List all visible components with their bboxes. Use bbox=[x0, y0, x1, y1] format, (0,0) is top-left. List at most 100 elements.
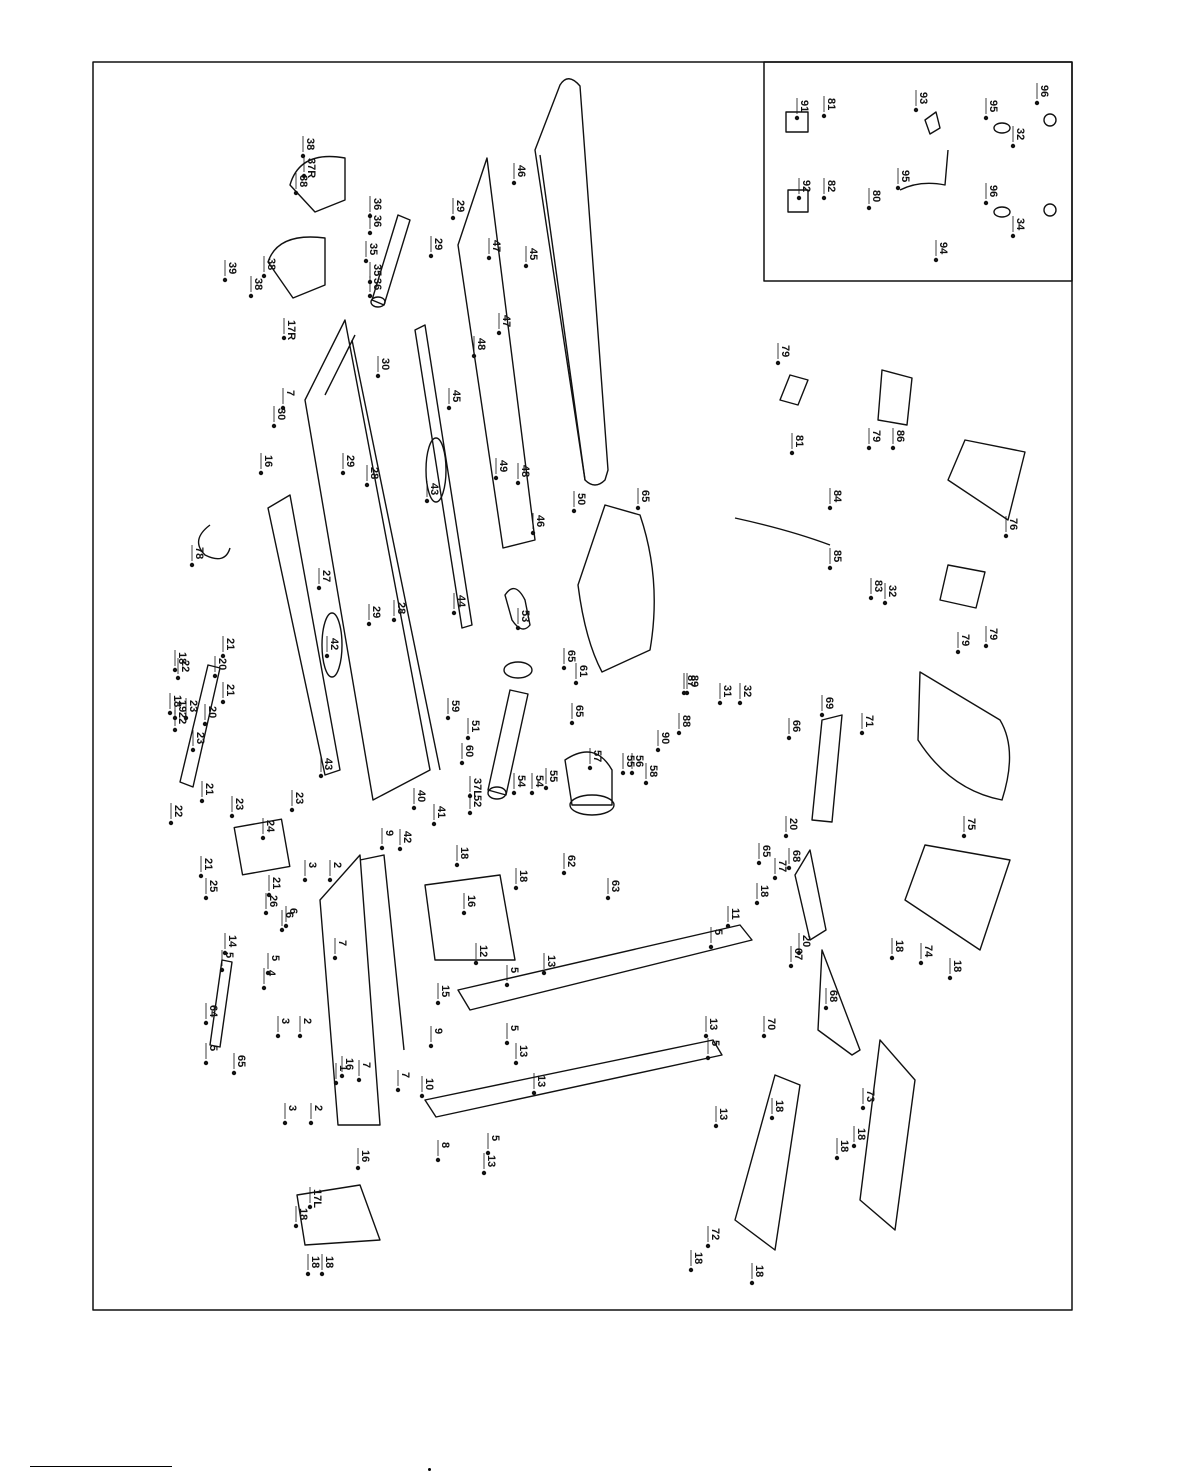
part-label-79: 79 bbox=[987, 628, 999, 640]
part-label-25: 25 bbox=[207, 880, 219, 892]
fastener-dot bbox=[1010, 233, 1016, 239]
part-label-16: 16 bbox=[343, 1058, 355, 1070]
part-label-2: 2 bbox=[301, 1018, 313, 1024]
part-92-shape bbox=[924, 111, 941, 135]
part-label-9: 9 bbox=[432, 1028, 444, 1034]
fastener-dot bbox=[280, 405, 286, 411]
side-rail-left bbox=[267, 494, 341, 776]
part-label-82: 82 bbox=[825, 180, 837, 192]
part-label-41: 41 bbox=[435, 806, 447, 818]
part-95b-shape bbox=[993, 206, 1011, 218]
fastener-dot bbox=[821, 113, 827, 119]
fastener-dot bbox=[504, 982, 510, 988]
part-label-38: 38 bbox=[297, 175, 309, 187]
handrail-68-top bbox=[811, 714, 843, 823]
fastener-dot bbox=[220, 653, 226, 659]
part-label-16: 16 bbox=[359, 1150, 371, 1162]
part-label-22: 22 bbox=[176, 712, 188, 724]
crossbar-15 bbox=[424, 1039, 723, 1118]
fastener-dot bbox=[431, 821, 437, 827]
display-78 bbox=[939, 564, 986, 609]
part-label-80: 80 bbox=[870, 190, 882, 202]
part-label-20: 20 bbox=[206, 706, 218, 718]
fastener-dot bbox=[340, 470, 346, 476]
part-label-21: 21 bbox=[224, 638, 236, 650]
part-label-48: 48 bbox=[519, 465, 531, 477]
part-label-65: 65 bbox=[760, 845, 772, 857]
part-label-18: 18 bbox=[458, 847, 470, 859]
fastener-dot bbox=[411, 805, 417, 811]
fastener-dot bbox=[530, 530, 536, 536]
part-label-60: 60 bbox=[463, 745, 475, 757]
part-label-10: 10 bbox=[423, 1078, 435, 1090]
fastener-dot bbox=[834, 1155, 840, 1161]
part-96b-shape bbox=[1043, 203, 1057, 217]
fastener-dot bbox=[587, 765, 593, 771]
part-label-72: 72 bbox=[709, 1228, 721, 1240]
part-label-29: 29 bbox=[370, 606, 382, 618]
fastener-dot bbox=[708, 944, 714, 950]
front-roller bbox=[370, 214, 411, 308]
part-90-shape bbox=[785, 111, 809, 133]
side-rail-right bbox=[414, 324, 473, 629]
part-label-81: 81 bbox=[825, 98, 837, 110]
fastener-dot bbox=[511, 180, 517, 186]
fastener-dot bbox=[308, 1120, 314, 1126]
part-label-65: 65 bbox=[639, 490, 651, 502]
fastener-dot bbox=[183, 715, 189, 721]
part-label-48: 48 bbox=[475, 338, 487, 350]
part-label-85: 85 bbox=[831, 550, 843, 562]
fastener-dot bbox=[769, 1115, 775, 1121]
fastener-dot bbox=[367, 230, 373, 236]
part-label-96: 96 bbox=[1038, 85, 1050, 97]
part-label-7: 7 bbox=[336, 940, 348, 946]
part-label-95: 95 bbox=[899, 170, 911, 182]
part-label-7: 7 bbox=[399, 1072, 411, 1078]
part-label-36: 36 bbox=[371, 278, 383, 290]
fastener-dot bbox=[983, 643, 989, 649]
part-label-67: 67 bbox=[792, 948, 804, 960]
console-cover-73 bbox=[904, 844, 1011, 951]
fastener-dot bbox=[318, 773, 324, 779]
part-label-6: 6 bbox=[283, 912, 295, 918]
motor bbox=[564, 751, 615, 816]
fastener-dot bbox=[655, 747, 661, 753]
fastener-dot bbox=[397, 846, 403, 852]
main-frame bbox=[304, 319, 441, 801]
part-label-42: 42 bbox=[401, 831, 413, 843]
part-label-34: 34 bbox=[1014, 218, 1026, 231]
fastener-dot bbox=[199, 798, 205, 804]
fastener-dot bbox=[219, 967, 225, 973]
fastener-dot bbox=[355, 1165, 361, 1171]
part-label-22: 22 bbox=[172, 805, 184, 817]
part-label-14: 14 bbox=[226, 935, 238, 948]
fastener-dot bbox=[1010, 143, 1016, 149]
crossbar-14 bbox=[457, 924, 753, 1011]
part-label-39: 39 bbox=[226, 262, 238, 274]
fastener-dot bbox=[231, 1070, 237, 1076]
part-label-89: 89 bbox=[688, 675, 700, 687]
part-label-29: 29 bbox=[344, 455, 356, 467]
part-label-21: 21 bbox=[203, 783, 215, 795]
upright-66 bbox=[817, 949, 861, 1056]
part-96a-shape bbox=[1043, 113, 1057, 127]
part-label-16: 16 bbox=[262, 455, 274, 467]
part-label-11: 11 bbox=[729, 908, 741, 920]
fastener-dot bbox=[271, 423, 277, 429]
part-label-18: 18 bbox=[753, 1265, 765, 1277]
part-label-32: 32 bbox=[1014, 128, 1026, 140]
part-label-58: 58 bbox=[647, 765, 659, 777]
fastener-dot bbox=[860, 1105, 866, 1111]
part-label-79: 79 bbox=[959, 634, 971, 646]
part-label-29: 29 bbox=[454, 200, 466, 212]
part-label-43: 43 bbox=[322, 758, 334, 770]
fastener-dot bbox=[454, 862, 460, 868]
fastener-dot bbox=[333, 1080, 339, 1086]
fastener-dot bbox=[983, 200, 989, 206]
fastener-dot bbox=[379, 845, 385, 851]
crossmember-19 bbox=[179, 664, 221, 788]
part-label-54: 54 bbox=[533, 775, 545, 788]
fastener-dot bbox=[167, 710, 173, 716]
base-frame bbox=[319, 854, 405, 1126]
board-80 bbox=[779, 374, 809, 406]
